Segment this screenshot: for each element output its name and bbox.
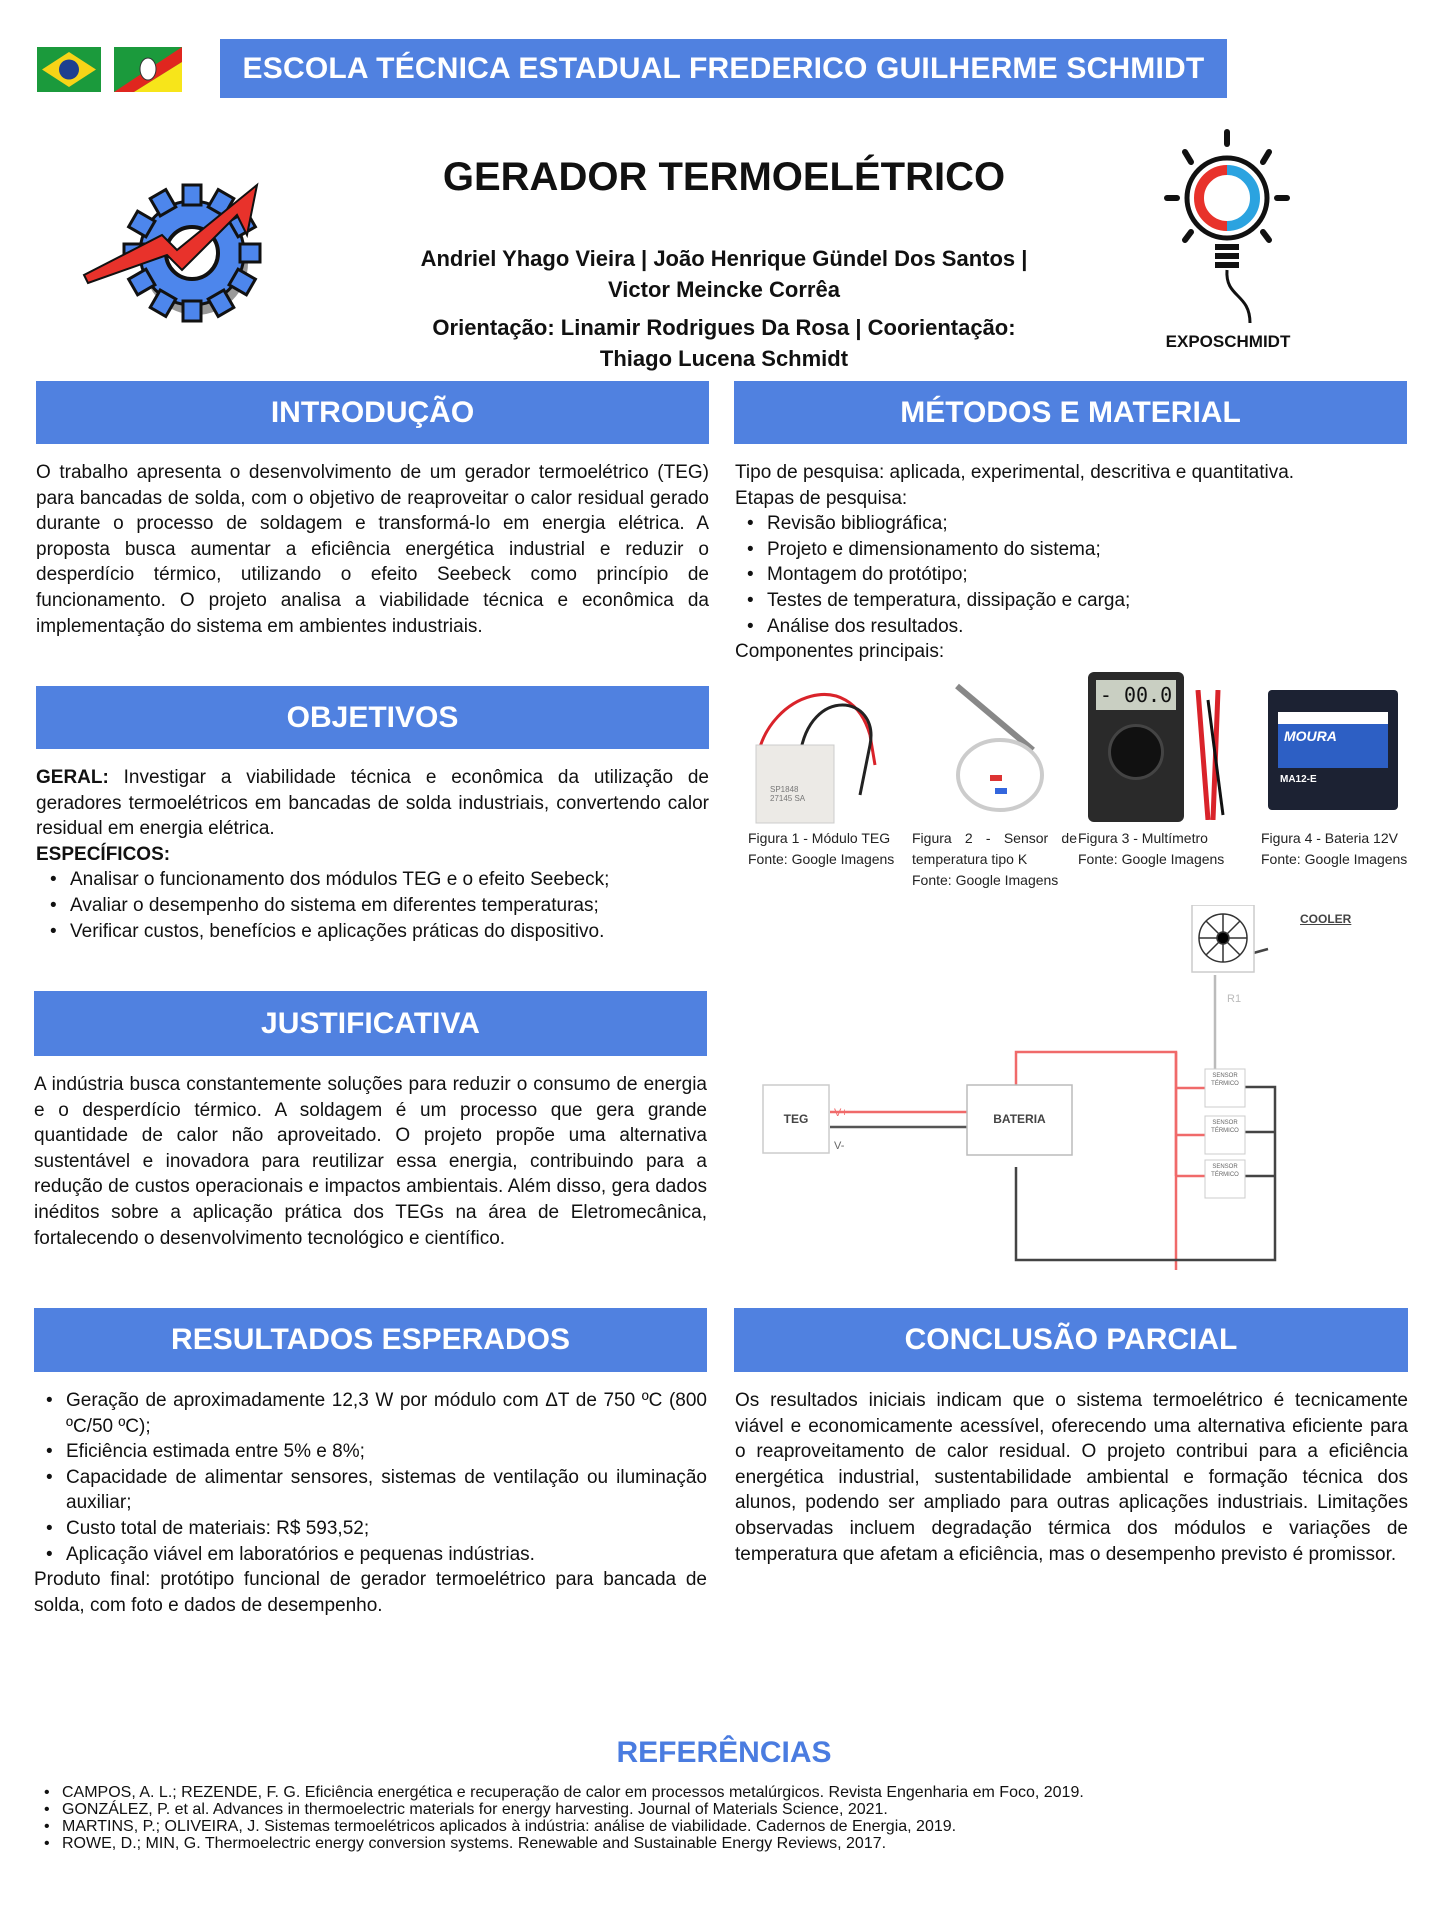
intro-text: O trabalho apresenta o desenvolvimento d…	[36, 462, 709, 637]
source: Fonte: Google Imagens	[1261, 851, 1408, 867]
especificos-label: ESPECÍFICOS:	[36, 843, 171, 865]
diagram-teg-label: TEG	[783, 1112, 809, 1126]
sensor-text: SENSOR	[1212, 1164, 1238, 1170]
brazil-flag	[37, 47, 101, 92]
figure-4-caption: Figura 4 - Bateria 12V Fonte: Google Imag…	[1261, 828, 1436, 870]
conclusao-text: Os resultados iniciais indicam que o sis…	[735, 1390, 1408, 1565]
sensor-text: TÉRMICO	[1211, 1081, 1239, 1087]
advisors: Orientação: Linamir Rodrigues Da Rosa | …	[330, 312, 1118, 374]
figure-battery: MOURA MA12-E	[1268, 690, 1398, 810]
diagram-r1-label: R1	[1227, 993, 1242, 1005]
objetivos-heading: OBJETIVOS	[36, 686, 709, 749]
metodos-heading: MÉTODOS E MATERIAL	[734, 381, 1407, 444]
resultados-text: Geração de aproximadamente 12,3 W por mó…	[34, 1388, 707, 1618]
list-item: Testes de temperatura, dissipação e carg…	[747, 588, 1408, 614]
exposchmidt-label: EXPOSCHMIDT	[1165, 332, 1291, 351]
advisors-line-1: Orientação: Linamir Rodrigues Da Rosa | …	[432, 315, 1016, 340]
sensor-text: SENSOR	[1212, 1120, 1238, 1126]
teg-module-image	[755, 693, 877, 824]
poster-title: GERADOR TERMOELÉTRICO	[442, 155, 1006, 199]
list-item: Analisar o funcionamento dos módulos TEG…	[50, 867, 709, 893]
diagram-sensor-label-3: SENSOR TÉRMICO	[1205, 1163, 1245, 1179]
rs-flag-icon	[114, 47, 182, 92]
caption: Figura 4 - Bateria 12V	[1261, 830, 1398, 846]
conclusao-heading: CONCLUSÃO PARCIAL	[734, 1308, 1408, 1372]
list-item: Eficiência estimada entre 5% e 8%;	[46, 1439, 707, 1465]
advisors-line-2: Thiago Lucena Schmidt	[599, 346, 849, 371]
sensor-text: SENSOR	[1212, 1073, 1238, 1079]
authors-line-1: Andriel Yhago Vieira | João Henrique Gün…	[420, 246, 1028, 271]
module-label: SP1848 27145 SA	[770, 785, 806, 803]
list-item: Montagem do protótipo;	[747, 562, 1408, 588]
etapas-label: Etapas de pesquisa:	[735, 487, 908, 509]
list-item: Revisão bibliográfica;	[747, 511, 1408, 537]
list-item: Aplicação viável em laboratórios e peque…	[46, 1542, 707, 1568]
sensor-box-3	[1204, 1159, 1246, 1199]
authors-line-2: Victor Meincke Corrêa	[608, 277, 840, 302]
caption: Figura 2 - Sensor de temperatura tipo K	[912, 830, 1077, 867]
sensor-text: TÉRMICO	[1211, 1128, 1239, 1134]
geral-label: GERAL:	[36, 767, 109, 788]
diagram-sensor-label-2: SENSOR TÉRMICO	[1205, 1119, 1245, 1135]
brazil-flag-icon	[42, 52, 96, 87]
reference-item: ROWE, D.; MIN, G. Thermoelectric energy …	[40, 1835, 1084, 1852]
exposchmidt-lightbulb-logo-icon	[1164, 129, 1290, 324]
referencias-heading: REFERÊNCIAS	[616, 1736, 832, 1769]
gear-logo-icon	[82, 182, 262, 323]
reference-item: GONZÁLEZ, P. et al. Advances in thermoel…	[40, 1801, 1084, 1818]
cooler-fan-icon	[1198, 913, 1248, 963]
diagram-sensor-label-1: SENSOR TÉRMICO	[1205, 1072, 1245, 1088]
source: Fonte: Google Imagens	[1078, 851, 1225, 867]
figure-sensor	[945, 680, 1055, 825]
reference-item: MARTINS, P.; OLIVEIRA, J. Sistemas termo…	[40, 1818, 1084, 1835]
figure-2-caption: Figura 2 - Sensor de temperatura tipo K F…	[912, 828, 1077, 891]
list-item: Análise dos resultados.	[747, 614, 1408, 640]
authors: Andriel Yhago Vieira | João Henrique Gün…	[330, 243, 1118, 305]
intro-heading: INTRODUÇÃO	[36, 381, 709, 444]
school-banner: ESCOLA TÉCNICA ESTADUAL FREDERICO GUILHE…	[220, 39, 1227, 98]
reference-item: CAMPOS, A. L.; REZENDE, F. G. Eficiência…	[40, 1784, 1084, 1801]
diagram-cooler-label: COOLER	[1300, 912, 1352, 926]
list-item: Custo total de materiais: R$ 593,52;	[46, 1516, 707, 1542]
battery-box	[966, 1084, 1073, 1156]
geral-text: Investigar a viabilidade técnica e econô…	[36, 767, 709, 840]
multimeter-display: - 00.0	[1096, 680, 1176, 710]
caption: Figura 1 - Módulo TEG	[748, 830, 891, 846]
source: Fonte: Google Imagens	[912, 872, 1059, 888]
thermocouple-sensor-image	[955, 683, 1044, 812]
metodos-text: Tipo de pesquisa: aplicada, experimental…	[735, 460, 1408, 665]
tipo-pesquisa: Tipo de pesquisa: aplicada, experimental…	[735, 462, 1295, 483]
figure-multimeter: - 00.0	[1088, 672, 1184, 822]
objetivos-text: GERAL: Investigar a viabilidade técnica …	[36, 765, 709, 944]
justificativa-text: A indústria busca constantemente soluçõe…	[34, 1074, 707, 1249]
teg-box	[762, 1084, 830, 1154]
circuit-diagram	[762, 905, 1277, 1270]
diagram-vplus-label: V+	[834, 1107, 848, 1119]
battery-model: MA12-E	[1280, 774, 1317, 785]
figure-1-caption: Figura 1 - Módulo TEG Fonte: Google Image…	[748, 828, 908, 870]
list-item: Capacidade de alimentar sensores, sistem…	[46, 1465, 707, 1516]
justificativa-heading: JUSTIFICATIVA	[34, 991, 707, 1056]
multimeter-probes-image	[1195, 690, 1225, 820]
diagram-vminus-label: V-	[834, 1140, 845, 1152]
sensor-box-2	[1204, 1115, 1246, 1155]
resultados-heading: RESULTADOS ESPERADOS	[34, 1308, 707, 1372]
list-item: Verificar custos, benefícios e aplicaçõe…	[50, 919, 709, 945]
list-item: Avaliar o desempenho do sistema em difer…	[50, 893, 709, 919]
sensor-box-1	[1204, 1068, 1246, 1108]
rs-flag	[114, 47, 182, 92]
caption: Figura 3 - Multímetro	[1078, 830, 1208, 846]
diagram-battery-label: BATERIA	[993, 1112, 1046, 1126]
battery-brand: MOURA	[1278, 712, 1388, 768]
list-item: Geração de aproximadamente 12,3 W por mó…	[46, 1388, 707, 1439]
source: Fonte: Google Imagens	[748, 851, 895, 867]
sensor-text: TÉRMICO	[1211, 1172, 1239, 1178]
produto-final: Produto final: protótipo funcional de ge…	[34, 1569, 707, 1616]
list-item: Projeto e dimensionamento do sistema;	[747, 537, 1408, 563]
references-list: CAMPOS, A. L.; REZENDE, F. G. Eficiência…	[40, 1784, 1084, 1852]
figure-teg-module: SP1848 27145 SA	[750, 675, 910, 825]
componentes-label: Componentes principais:	[735, 641, 945, 663]
